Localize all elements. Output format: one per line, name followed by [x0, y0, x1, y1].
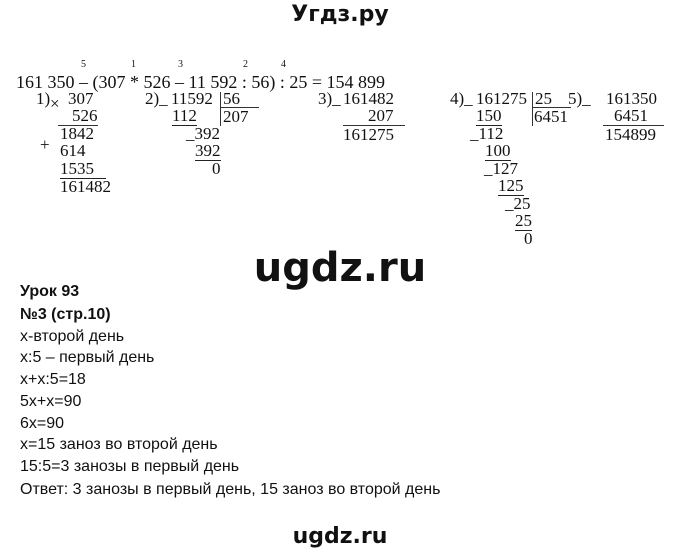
- step2-quotient: 207: [223, 107, 249, 126]
- order-mark: 5: [81, 59, 86, 70]
- solution-line: 5х+х=90: [20, 393, 82, 410]
- step4-r6: _25: [505, 194, 531, 213]
- step5-result: 154899: [605, 125, 656, 144]
- step5-a: 161350: [606, 89, 657, 108]
- order-mark: 2: [243, 59, 248, 70]
- step2-dividend: 11592: [171, 89, 213, 108]
- step1-p1: 1842: [60, 124, 94, 143]
- step5-b: 6451: [614, 106, 648, 125]
- step4-r1: 150: [476, 106, 502, 126]
- plus-sign: +: [40, 135, 50, 154]
- footer-watermark: ugdz.ru: [292, 524, 388, 549]
- step4-r5: 125: [498, 176, 524, 196]
- divider: [603, 125, 664, 126]
- order-mark: 4: [281, 59, 286, 70]
- step4-r2: _112: [470, 124, 504, 143]
- step2-label: 2)_: [145, 89, 168, 108]
- lesson-title: Урок 93: [20, 283, 80, 300]
- multiply-sign: ×: [50, 94, 60, 113]
- task-number: №3 (стр.10): [20, 306, 111, 323]
- step2-r4: 0: [212, 159, 221, 178]
- step1-result: 161482: [60, 177, 111, 196]
- step4-r4: _127: [484, 159, 518, 178]
- expression: 161 350 – (307 * 526 – 11 592 : 56) : 25…: [16, 72, 385, 92]
- step3-a: 161482: [343, 89, 394, 108]
- division-line: [221, 107, 259, 108]
- division-line: [533, 107, 571, 108]
- step3-label: 3)_: [318, 89, 341, 108]
- step2-r2: _392: [186, 124, 220, 143]
- division-bar: [220, 92, 221, 126]
- step4-r8: 0: [524, 229, 533, 248]
- step4-dividend: 161275: [476, 89, 527, 108]
- solution-line: 15:5=3 занозы в первый день: [20, 458, 240, 475]
- solution-line: х=15 заноз во второй день: [20, 436, 218, 453]
- step4-r7: 25: [515, 211, 532, 231]
- step1-label: 1): [36, 89, 51, 108]
- site-title: Угдз.ру: [291, 2, 389, 27]
- divider: [58, 125, 98, 126]
- step4-label: 4)_: [450, 89, 473, 108]
- division-bar: [532, 92, 533, 126]
- step3-b: 207: [368, 106, 394, 125]
- step1-b: 526: [72, 106, 98, 125]
- step2-r1: 112: [172, 106, 197, 126]
- step3-result: 161275: [343, 125, 394, 144]
- step4-quotient: 6451: [534, 107, 568, 126]
- order-mark: 1: [131, 59, 136, 70]
- step1-p2: 614: [60, 141, 86, 160]
- step1-a: 307: [68, 89, 94, 108]
- solution-line: х+х:5=18: [20, 371, 86, 388]
- step2-r3: 392: [195, 141, 221, 161]
- watermark: ugdz.ru: [253, 245, 427, 291]
- step2-divisor: 56: [223, 89, 240, 108]
- solution-line: х-второй день: [20, 328, 125, 345]
- order-mark: 3: [178, 59, 183, 70]
- divider: [343, 125, 405, 126]
- step5-label: 5)_: [568, 89, 591, 108]
- solution-line: х:5 – первый день: [20, 349, 155, 366]
- step1-p3: 1535: [60, 160, 106, 179]
- solution-line: 6х=90: [20, 415, 65, 432]
- answer-line: Ответ: 3 занозы в первый день, 15 заноз …: [20, 481, 441, 498]
- step4-divisor: 25: [535, 89, 552, 108]
- step4-r3: 100: [485, 141, 511, 161]
